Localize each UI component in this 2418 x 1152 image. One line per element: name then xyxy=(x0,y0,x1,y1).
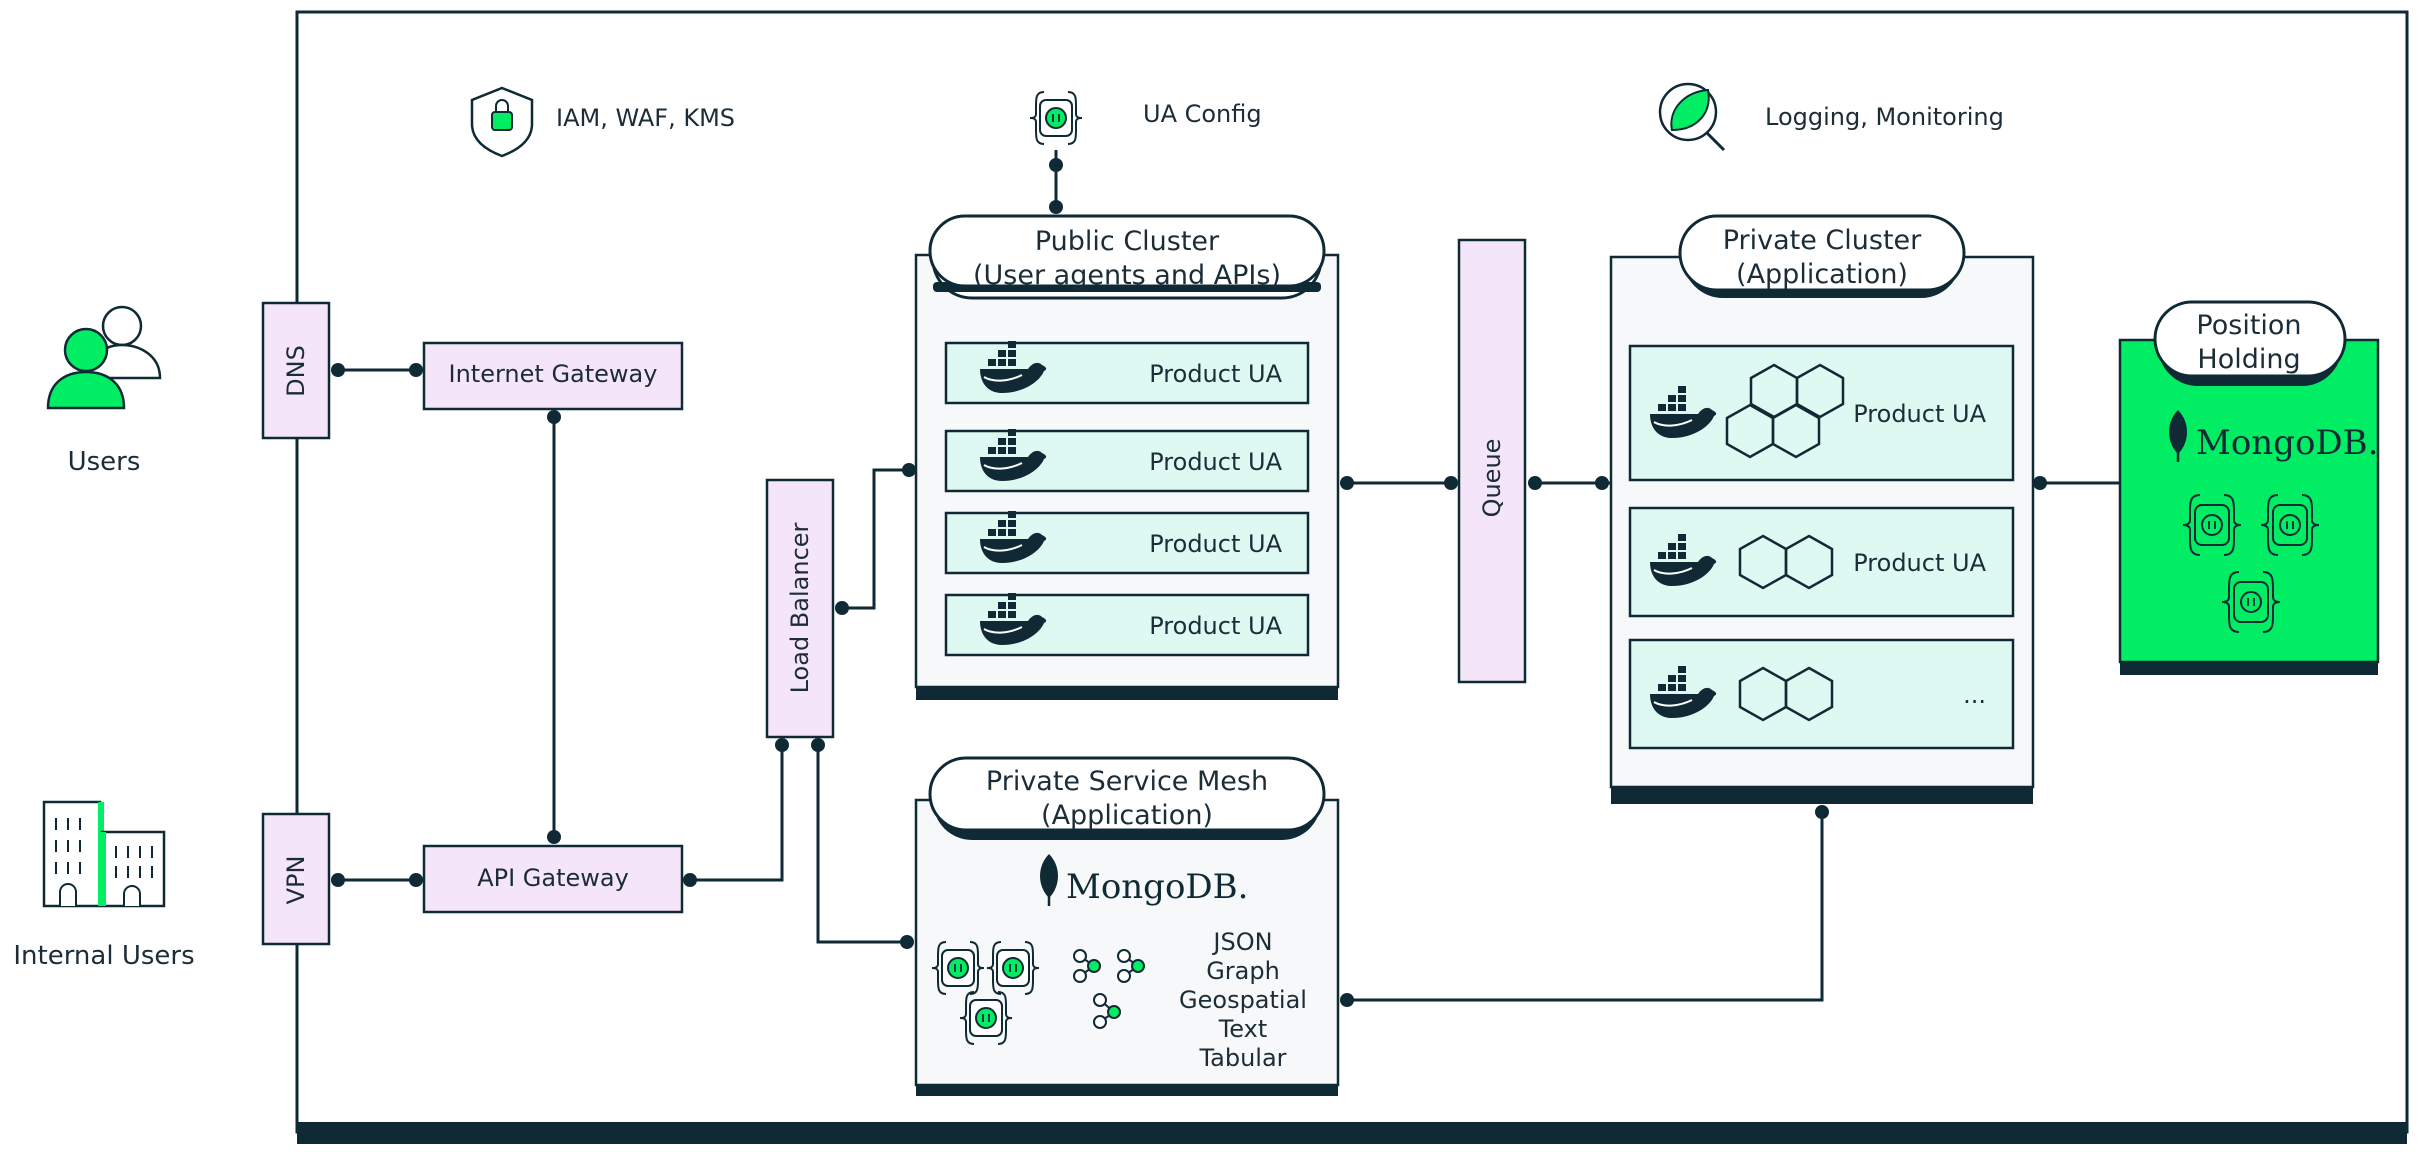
load-balancer-label: Load Balancer xyxy=(786,522,814,693)
users-actor: Users xyxy=(46,305,162,477)
data-type-json: JSON xyxy=(1211,928,1272,956)
system-boundary-footer xyxy=(297,1122,2407,1144)
api-gateway-box: API Gateway xyxy=(422,844,684,914)
dns-box: DNS xyxy=(261,301,331,440)
private-product-ua-3: ... xyxy=(1628,638,2015,750)
ua-config-item: UA Config xyxy=(1029,91,1262,145)
load-balancer-box: Load Balancer xyxy=(765,478,835,739)
private-more-label: ... xyxy=(1963,681,1986,709)
private-product-ua-label: Product UA xyxy=(1853,549,1986,577)
public-product-ua-2: Product UA xyxy=(944,428,1310,493)
public-product-ua-label: Product UA xyxy=(1149,612,1282,640)
vpn-box: VPN xyxy=(261,812,331,946)
shield-lock-icon xyxy=(470,86,534,158)
queue-box: Queue xyxy=(1457,238,1527,684)
ua-config-label: UA Config xyxy=(1143,100,1262,128)
system-boundary xyxy=(295,10,2409,1134)
public-product-ua-3: Product UA xyxy=(944,510,1310,575)
service-mesh-title-line1: Private Service Mesh xyxy=(986,766,1268,797)
public-product-ua-label: Product UA xyxy=(1149,530,1282,558)
vpn-label: VPN xyxy=(282,856,310,905)
internal-users-label: Internal Users xyxy=(13,941,194,971)
private-product-ua-2: Product UA xyxy=(1628,506,2015,618)
connections xyxy=(338,150,2120,1002)
connection-dots xyxy=(331,158,2047,1007)
security-label: IAM, WAF, KMS xyxy=(556,104,735,132)
security-item: IAM, WAF, KMS xyxy=(470,86,735,158)
private-cluster-title-line1: Private Cluster xyxy=(1723,225,1922,256)
public-cluster: Public Cluster (User agents and APIs) Pr… xyxy=(914,214,1340,700)
internet-gateway-box: Internet Gateway xyxy=(422,341,684,411)
position-holding-title-line1: Position xyxy=(2196,310,2301,341)
office-building-icon xyxy=(42,800,166,908)
public-product-ua-label: Product UA xyxy=(1149,360,1282,388)
private-service-mesh: Private Service Mesh (Application) Mongo… xyxy=(914,756,1340,1096)
service-mesh-title-line2: (Application) xyxy=(1041,800,1213,831)
data-type-text: Text xyxy=(1218,1015,1268,1043)
data-type-tabular: Tabular xyxy=(1198,1044,1286,1072)
hexagon-cluster-icon xyxy=(1725,363,1845,459)
observability-label: Logging, Monitoring xyxy=(1765,103,2004,131)
position-holding-logo: MongoDB. xyxy=(2196,423,2378,463)
data-type-geospatial: Geospatial xyxy=(1179,986,1307,1014)
dns-label: DNS xyxy=(282,345,310,397)
public-product-ua-label: Product UA xyxy=(1149,448,1282,476)
queue-label: Queue xyxy=(1478,439,1506,518)
api-gateway-label: API Gateway xyxy=(477,864,629,892)
private-cluster: Private Cluster (Application) Product UA… xyxy=(1609,214,2035,804)
public-product-ua-1: Product UA xyxy=(944,340,1310,405)
private-cluster-title-line2: (Application) xyxy=(1736,259,1908,290)
hexagon-pair-icon xyxy=(1738,666,1834,722)
data-type-graph: Graph xyxy=(1206,957,1280,985)
service-mesh-logo: MongoDB. xyxy=(1066,867,1248,907)
public-cluster-title-line1: Public Cluster xyxy=(1035,226,1220,257)
public-product-ua-4: Product UA xyxy=(944,592,1310,657)
private-product-ua-1: Product UA xyxy=(1628,344,2015,482)
hexagon-pair-icon xyxy=(1738,534,1834,590)
position-holding-title-line2: Holding xyxy=(2197,344,2300,375)
internal-users-actor: Internal Users xyxy=(13,800,195,971)
users-icon xyxy=(46,305,162,410)
graph-nodes-icon xyxy=(1073,949,1145,1029)
observability-item: Logging, Monitoring xyxy=(1658,82,2004,152)
magnifier-leaf-icon xyxy=(1658,82,1726,152)
internet-gateway-label: Internet Gateway xyxy=(449,360,658,388)
private-product-ua-label: Product UA xyxy=(1853,400,1986,428)
position-holding: Position Holding MongoDB. xyxy=(2118,300,2380,675)
users-label: Users xyxy=(68,447,141,477)
public-cluster-title-line2: (User agents and APIs) xyxy=(973,260,1281,291)
